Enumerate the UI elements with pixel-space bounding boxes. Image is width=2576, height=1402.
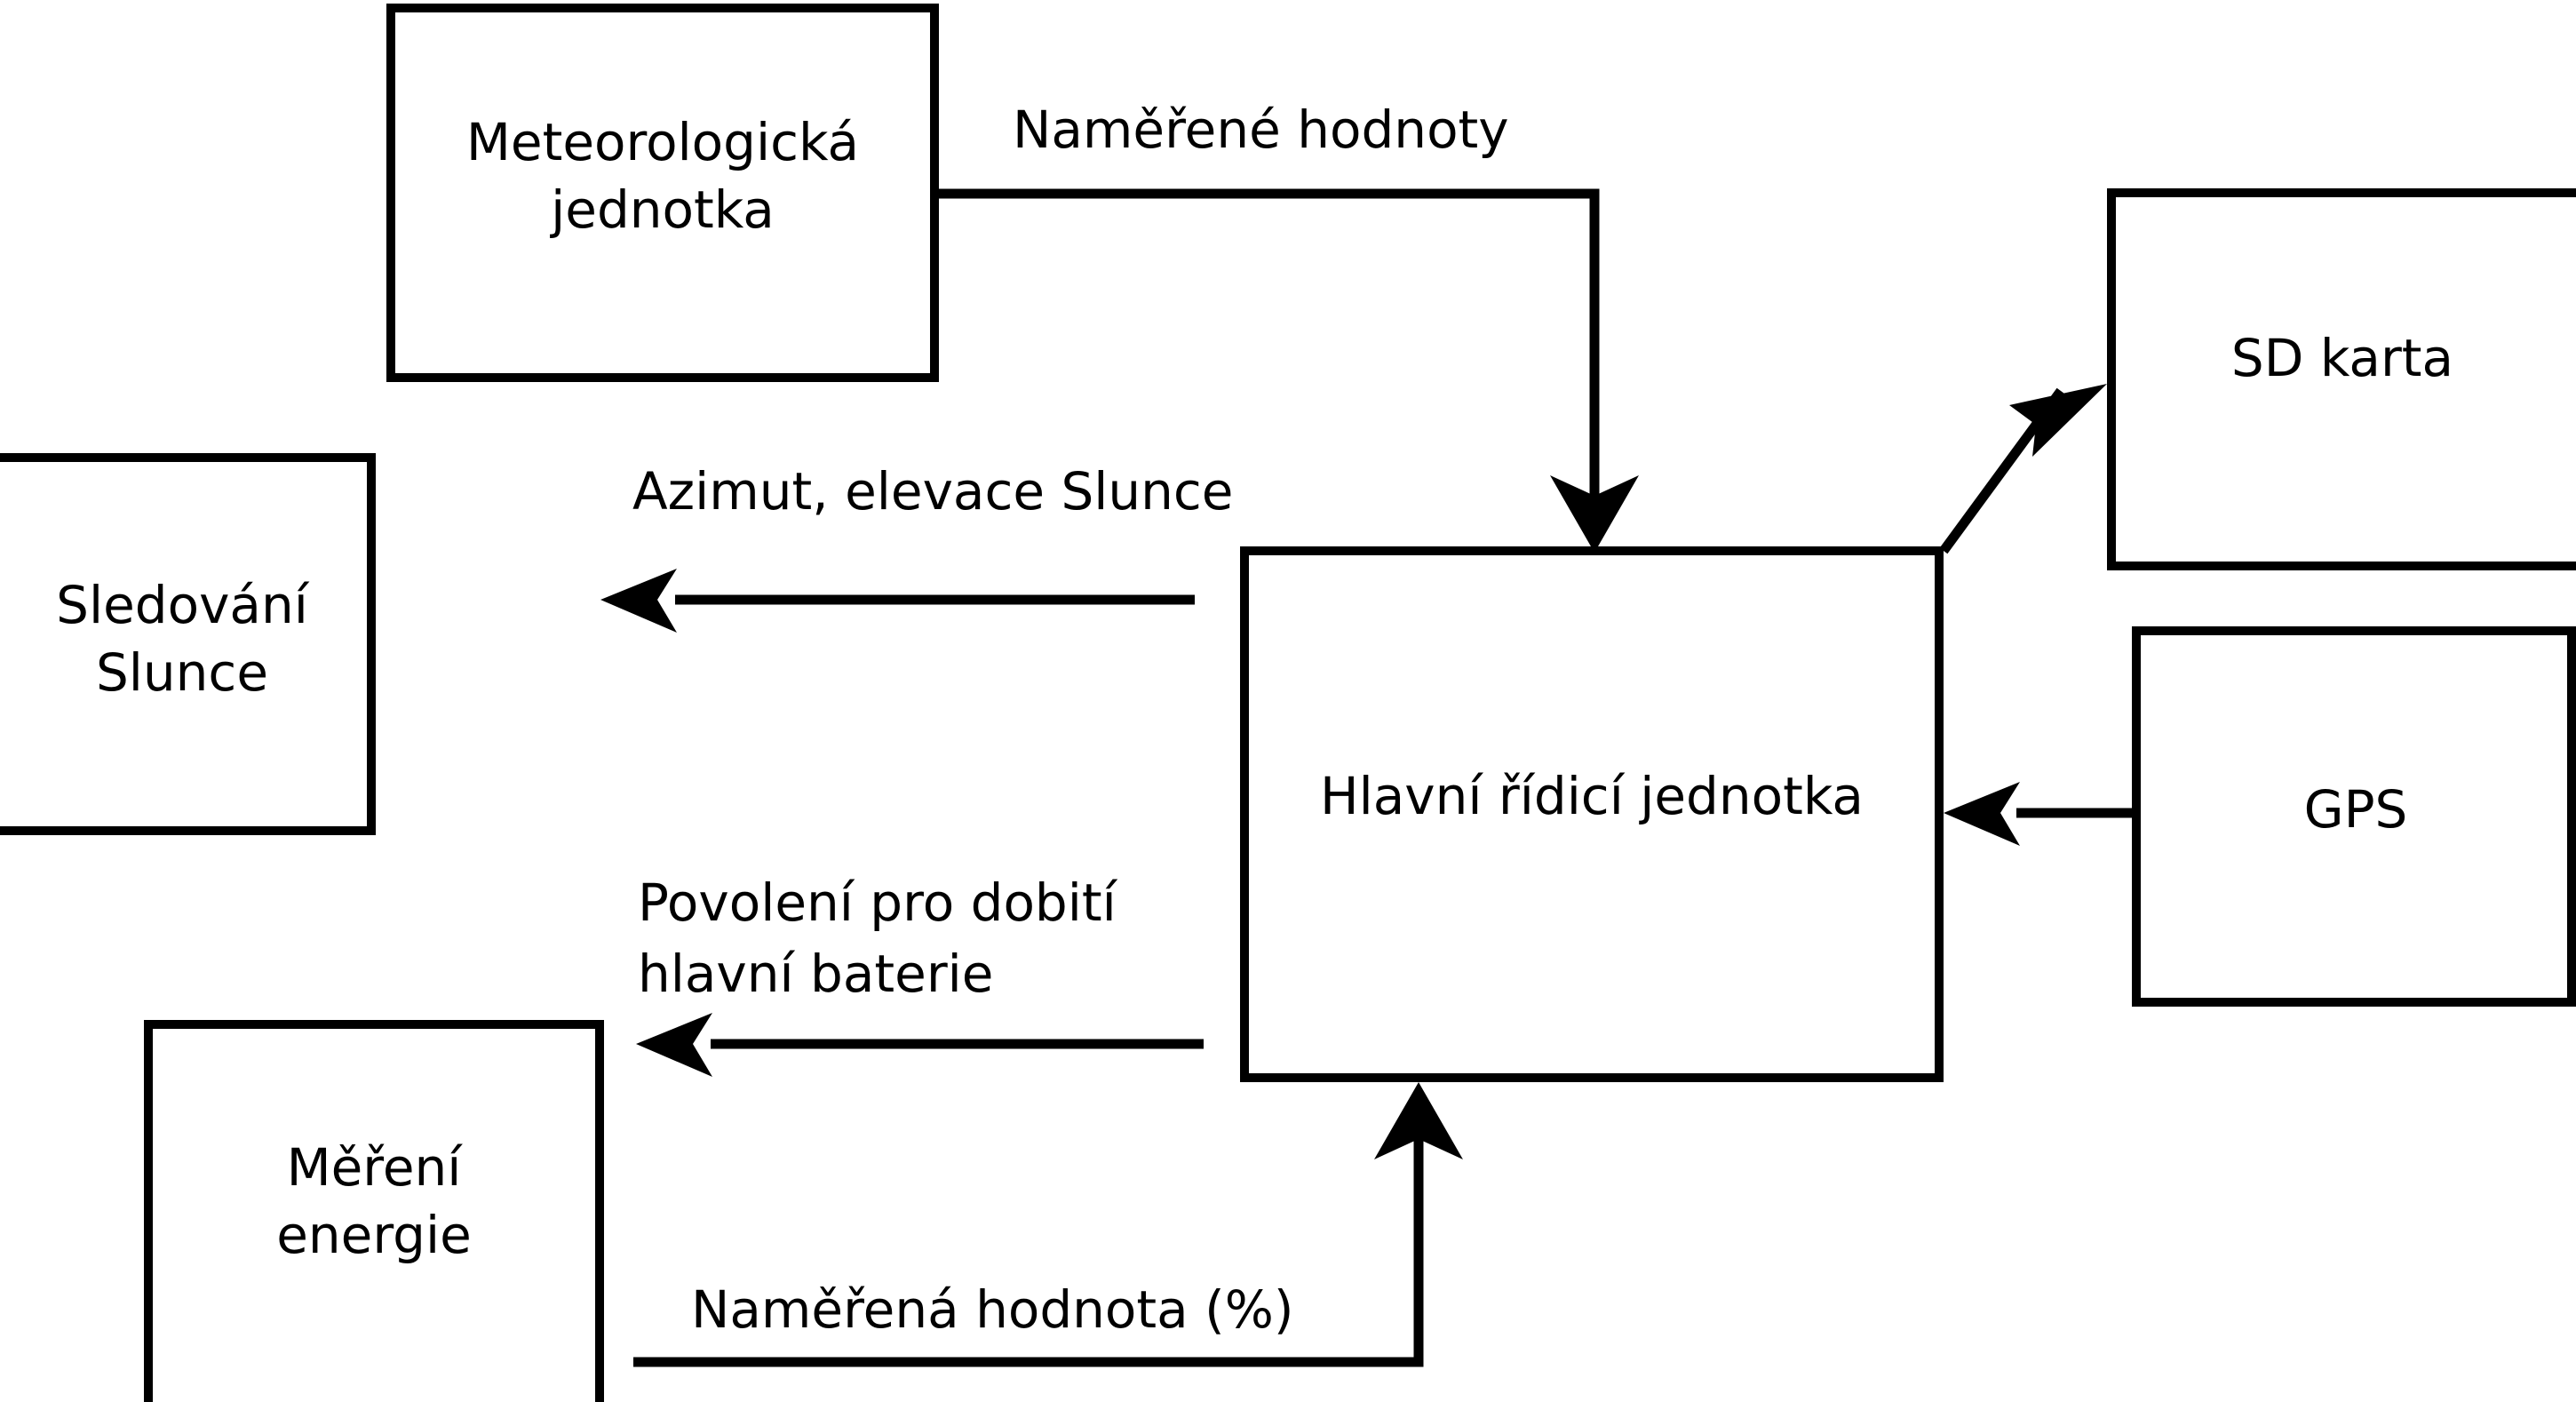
node-meteorological-unit-label-line1: Meteorologická: [466, 112, 859, 172]
node-gps-box[interactable]: [2132, 626, 2576, 1007]
edge-main-to-sun: [600, 569, 1195, 633]
edge-energy-to-main-line: [633, 1130, 1424, 1367]
edge-label-measured-value-percent: Naměřená hodnota (%): [691, 1279, 1294, 1340]
node-meteorological-unit[interactable]: Meteorologická jednotka: [386, 4, 939, 382]
node-sd-card[interactable]: SD karta: [2107, 188, 2576, 570]
node-main-control-unit-label: Hlavní řídicí jednotka: [1320, 766, 1864, 826]
node-main-control-unit[interactable]: Hlavní řídicí jednotka: [1240, 546, 1944, 1082]
arrow-head-up-to-main: [1374, 1082, 1463, 1159]
node-sun-tracking-label-line1: Sledování: [56, 575, 310, 635]
arrow-head-to-sd-card: [2009, 384, 2107, 457]
node-energy-measurement-label-line1: Měření: [287, 1137, 464, 1198]
edge-main-to-sd: [1939, 384, 2107, 554]
node-energy-measurement-box[interactable]: [144, 1020, 604, 1402]
node-energy-measurement[interactable]: Měření energie: [144, 1020, 604, 1402]
node-sd-card-box[interactable]: [2107, 188, 2576, 570]
node-energy-measurement-label-line2: energie: [276, 1205, 472, 1265]
edge-meteo-to-main-line: [939, 188, 1600, 511]
edge-meteo-to-main: [939, 188, 1639, 553]
node-sun-tracking[interactable]: Sledování Slunce: [0, 453, 376, 835]
node-gps[interactable]: GPS: [2132, 626, 2576, 1007]
node-meteorological-unit-label-line2: jednotka: [549, 179, 775, 240]
arrow-head-to-sun-tracking: [600, 569, 677, 633]
node-sd-card-label: SD karta: [2231, 328, 2453, 388]
edge-label-azimuth-elevation: Azimut, elevace Slunce: [632, 461, 1234, 522]
arrow-head-to-energy-measure: [636, 1013, 712, 1077]
edge-label-measured-values: Naměřené hodnoty: [1013, 100, 1509, 160]
edge-label-battery-charge-permission-line2: hlavní baterie: [638, 944, 993, 1004]
node-main-control-unit-box[interactable]: [1240, 546, 1944, 1082]
node-meteorological-unit-box[interactable]: [386, 4, 939, 382]
edge-main-to-energy: [636, 1013, 1204, 1077]
arrow-head-gps-to-main: [1944, 782, 2020, 846]
node-gps-label: GPS: [2304, 779, 2408, 840]
node-sun-tracking-label-line2: Slunce: [96, 642, 268, 703]
edge-label-battery-charge-permission-line1: Povolení pro dobití: [638, 872, 1118, 933]
edge-gps-to-main: [1944, 782, 2132, 846]
arrow-head-down-to-main: [1550, 475, 1639, 553]
node-sun-tracking-box[interactable]: [0, 453, 376, 835]
edge-energy-to-main: [633, 1082, 1463, 1367]
